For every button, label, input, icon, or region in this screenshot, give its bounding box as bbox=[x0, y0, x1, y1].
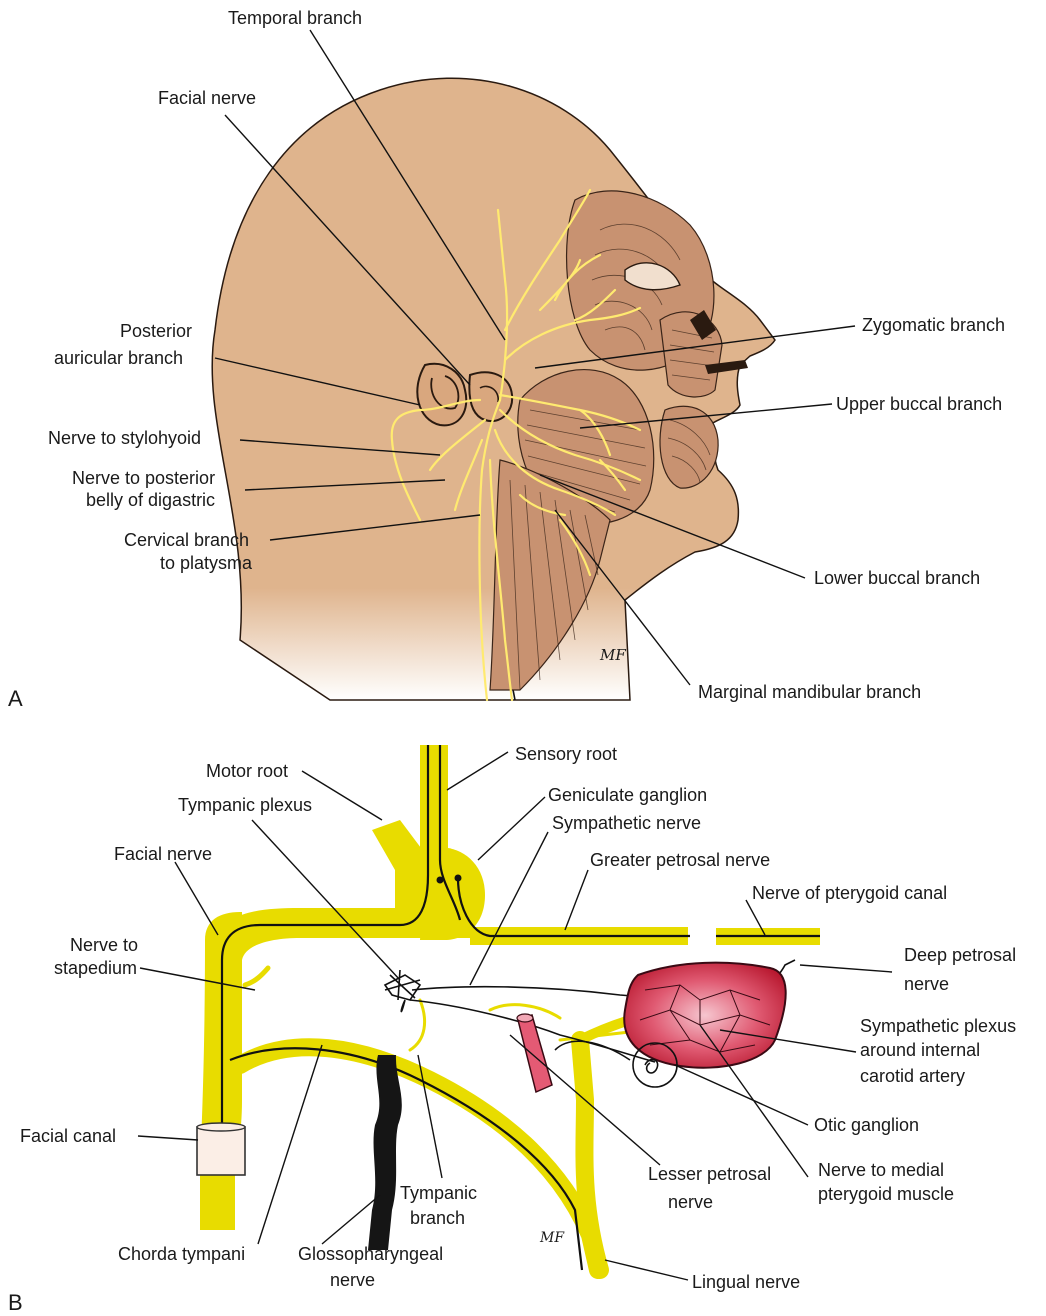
label-nerve-to-digastric-1: Nerve to posterior bbox=[72, 468, 215, 488]
panel-label-b: B bbox=[8, 1290, 23, 1315]
small-artery bbox=[517, 1014, 552, 1092]
label-deep-petrosal-1: Deep petrosal bbox=[904, 945, 1016, 965]
label-upper-buccal-branch: Upper buccal branch bbox=[836, 394, 1002, 414]
label-nerve-to-stapedium-2: stapedium bbox=[54, 958, 137, 978]
label-glossopharyngeal-1: Glossopharyngeal bbox=[298, 1244, 443, 1264]
geniculate-dot-1 bbox=[437, 877, 444, 884]
label-facial-nerve-a: Facial nerve bbox=[158, 88, 256, 108]
label-greater-petrosal-nerve: Greater petrosal nerve bbox=[590, 850, 770, 870]
label-medial-pterygoid-1: Nerve to medial bbox=[818, 1160, 944, 1180]
label-facial-nerve-b: Facial nerve bbox=[114, 844, 212, 864]
label-lower-buccal-branch: Lower buccal branch bbox=[814, 568, 980, 588]
panel-label-a: A bbox=[8, 686, 23, 711]
label-chorda-tympani: Chorda tympani bbox=[118, 1244, 245, 1264]
label-tympanic-branch-2: branch bbox=[410, 1208, 465, 1228]
label-facial-canal: Facial canal bbox=[20, 1126, 116, 1146]
sensory-root-trunk bbox=[420, 745, 448, 855]
label-nerve-to-digastric-2: belly of digastric bbox=[86, 490, 215, 510]
label-motor-root: Motor root bbox=[206, 761, 288, 781]
label-lesser-petrosal-1: Lesser petrosal bbox=[648, 1164, 771, 1184]
label-glossopharyngeal-2: nerve bbox=[330, 1270, 375, 1290]
label-cervical-branch-2: to platysma bbox=[160, 553, 253, 573]
label-sympathetic-plexus-2: around internal bbox=[860, 1040, 980, 1060]
panel-b-illustration: MF bbox=[197, 745, 820, 1270]
label-otic-ganglion: Otic ganglion bbox=[814, 1115, 919, 1135]
label-marginal-mandibular-branch: Marginal mandibular branch bbox=[698, 682, 921, 702]
label-nerve-to-stylohyoid: Nerve to stylohyoid bbox=[48, 428, 201, 448]
facial-canal bbox=[197, 1123, 245, 1175]
label-sympathetic-nerve: Sympathetic nerve bbox=[552, 813, 701, 833]
label-tympanic-branch-1: Tympanic bbox=[400, 1183, 477, 1203]
label-temporal-branch: Temporal branch bbox=[228, 8, 362, 28]
label-deep-petrosal-2: nerve bbox=[904, 974, 949, 994]
label-medial-pterygoid-2: pterygoid muscle bbox=[818, 1184, 954, 1204]
label-nerve-of-pterygoid-canal: Nerve of pterygoid canal bbox=[752, 883, 947, 903]
label-sympathetic-plexus-1: Sympathetic plexus bbox=[860, 1016, 1016, 1036]
label-lesser-petrosal-2: nerve bbox=[668, 1192, 713, 1212]
label-nerve-to-stapedium-1: Nerve to bbox=[70, 935, 138, 955]
label-posterior-auricular-1: Posterior bbox=[120, 321, 192, 341]
lingual-band bbox=[580, 1040, 600, 1270]
label-tympanic-plexus: Tympanic plexus bbox=[178, 795, 312, 815]
panel-a-illustration: MF bbox=[212, 78, 775, 700]
label-posterior-auricular-2: auricular branch bbox=[54, 348, 183, 368]
artist-signature-b: MF bbox=[539, 1230, 565, 1246]
tympanic-plexus bbox=[385, 970, 420, 1000]
label-geniculate-ganglion: Geniculate ganglion bbox=[548, 785, 707, 805]
carotid-artery-plexus bbox=[624, 963, 785, 1068]
artist-signature-a: MF bbox=[599, 646, 626, 664]
tympanic-branch-yellow bbox=[410, 1000, 425, 1050]
glossopharyngeal-nerve-shape bbox=[368, 1055, 402, 1250]
label-sensory-root: Sensory root bbox=[515, 744, 617, 764]
panel-b-labels: Motor root Sensory root Tympanic plexus … bbox=[8, 744, 1016, 1315]
label-zygomatic-branch: Zygomatic branch bbox=[862, 315, 1005, 335]
facial-nerve-horizontal bbox=[215, 908, 470, 960]
stapedium-twig bbox=[245, 968, 268, 985]
label-sympathetic-plexus-3: carotid artery bbox=[860, 1066, 965, 1086]
label-cervical-branch-1: Cervical branch bbox=[124, 530, 249, 550]
label-lingual-nerve: Lingual nerve bbox=[692, 1272, 800, 1292]
geniculate-dot-2 bbox=[455, 875, 462, 882]
